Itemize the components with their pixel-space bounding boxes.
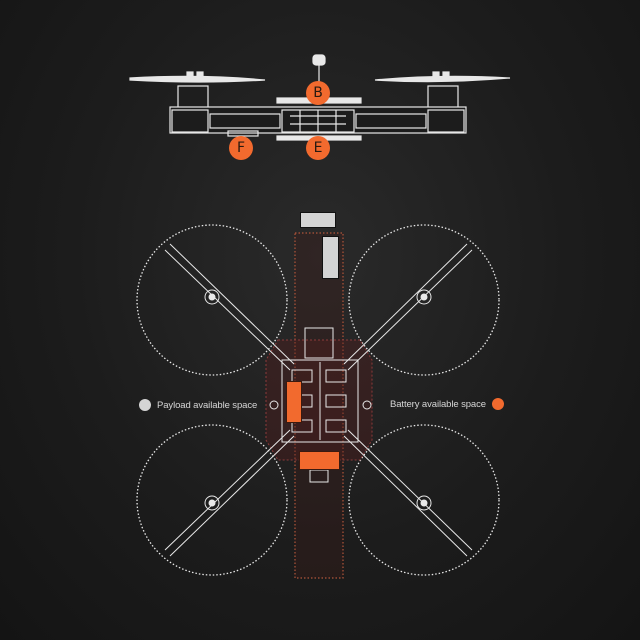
rotor-disc-front-right — [348, 224, 500, 376]
marker-b-label: B — [313, 85, 323, 101]
battery-box-side — [286, 381, 302, 423]
marker-e: E — [306, 136, 330, 160]
legend-battery: Battery available space — [390, 398, 504, 410]
payload-box-top — [300, 212, 336, 228]
top-view — [136, 224, 500, 579]
motor-right-icon — [427, 85, 459, 109]
legend-payload: Payload available space — [139, 399, 257, 411]
battery-legend-label: Battery available space — [390, 398, 486, 410]
battery-box-bottom — [299, 451, 340, 470]
marker-b: B — [306, 81, 330, 105]
marker-f-label: F — [236, 140, 246, 156]
marker-e-label: E — [313, 140, 323, 156]
payload-legend-label: Payload available space — [157, 399, 258, 411]
rotor-disc-rear-left — [136, 424, 288, 576]
side-view — [129, 54, 511, 141]
marker-f: F — [229, 136, 253, 160]
rotor-disc-front-left — [136, 224, 288, 376]
motor-left-icon — [177, 85, 209, 109]
gps-antenna-icon — [312, 54, 326, 66]
payload-legend-dot-icon — [139, 399, 151, 411]
payload-box-vertical — [322, 236, 339, 279]
rotor-disc-rear-right — [348, 424, 500, 576]
propeller-right-icon — [374, 71, 511, 83]
propeller-left-icon — [129, 71, 266, 83]
payload-zone-strip — [294, 232, 344, 579]
battery-legend-dot-icon — [491, 398, 504, 410]
